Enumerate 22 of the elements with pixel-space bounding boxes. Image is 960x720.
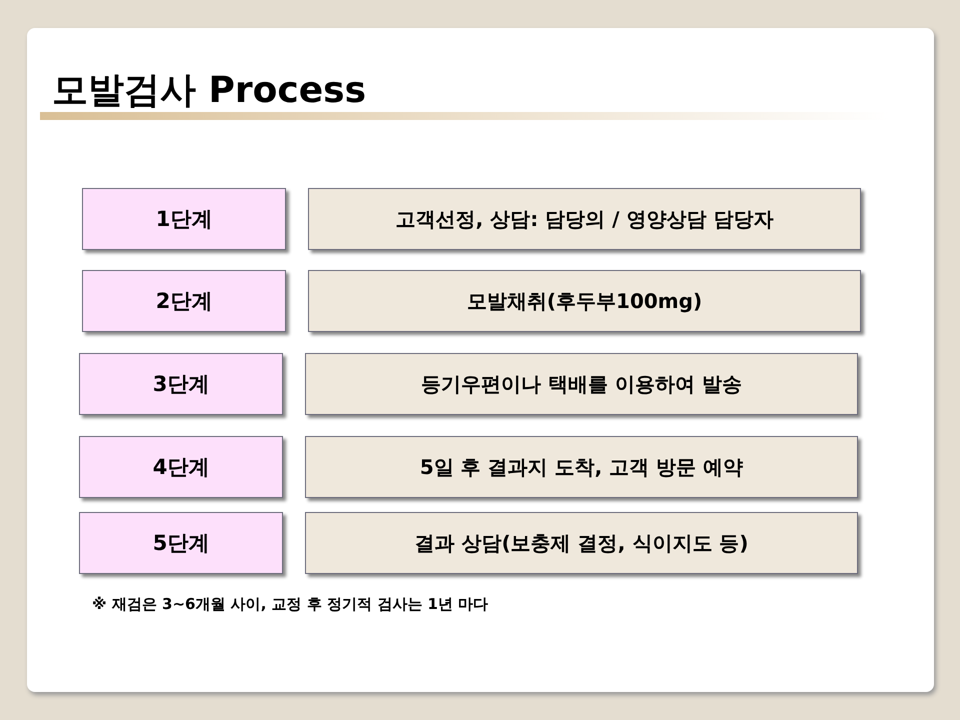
description-box bbox=[305, 436, 858, 498]
step-description: 등기우편이나 택배를 이용하여 발송 bbox=[421, 370, 742, 398]
step-description: 5일 후 결과지 도착, 고객 방문 예약 bbox=[420, 454, 744, 480]
step-box bbox=[79, 353, 283, 415]
title: 모발검사 Process bbox=[52, 69, 366, 113]
step-label: 3단계 bbox=[152, 371, 210, 398]
description-box bbox=[308, 188, 861, 250]
step-label: 4단계 bbox=[152, 454, 210, 481]
step-box bbox=[82, 188, 286, 250]
step-box bbox=[82, 270, 286, 332]
step-description: 고객선정, 상담: 담당의 / 영양상담 담당자 bbox=[396, 206, 774, 232]
step-box bbox=[79, 436, 283, 498]
description-box bbox=[308, 270, 861, 332]
step-label: 2단계 bbox=[156, 288, 212, 315]
step-description: 결과 상담(보충제 결정, 식이지도 등) bbox=[414, 530, 748, 556]
description-box bbox=[305, 353, 858, 415]
step-label: 1단계 bbox=[156, 206, 212, 233]
step-box bbox=[79, 512, 283, 574]
step-label: 5단계 bbox=[152, 530, 210, 557]
note: ※ 재검은 3~6개월 사이, 교정 후 정기적 검사는 1년 마다 bbox=[92, 595, 488, 614]
description-box bbox=[305, 512, 858, 574]
step-description: 모발채취(후두부100mg) bbox=[466, 288, 702, 314]
